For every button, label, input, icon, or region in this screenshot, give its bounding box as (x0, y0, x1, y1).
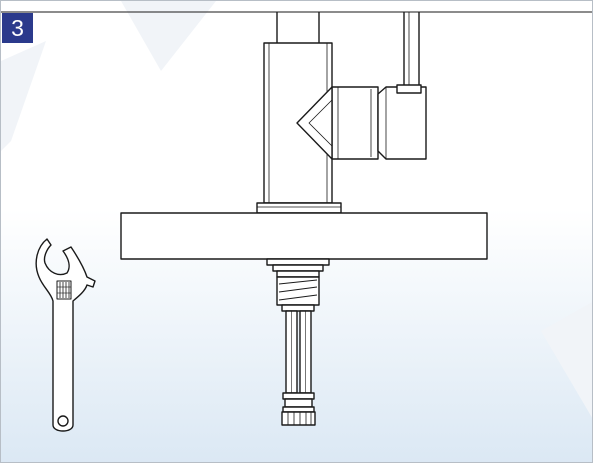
supply-hose-drawing (281, 310, 316, 426)
watermark (1, 1, 592, 418)
faucet-drawing (256, 12, 427, 214)
mounting-nut-drawing (266, 258, 330, 312)
countertop-drawing (120, 212, 488, 260)
adjustable-wrench-icon (35, 238, 96, 432)
step-number-badge: 3 (2, 13, 33, 43)
